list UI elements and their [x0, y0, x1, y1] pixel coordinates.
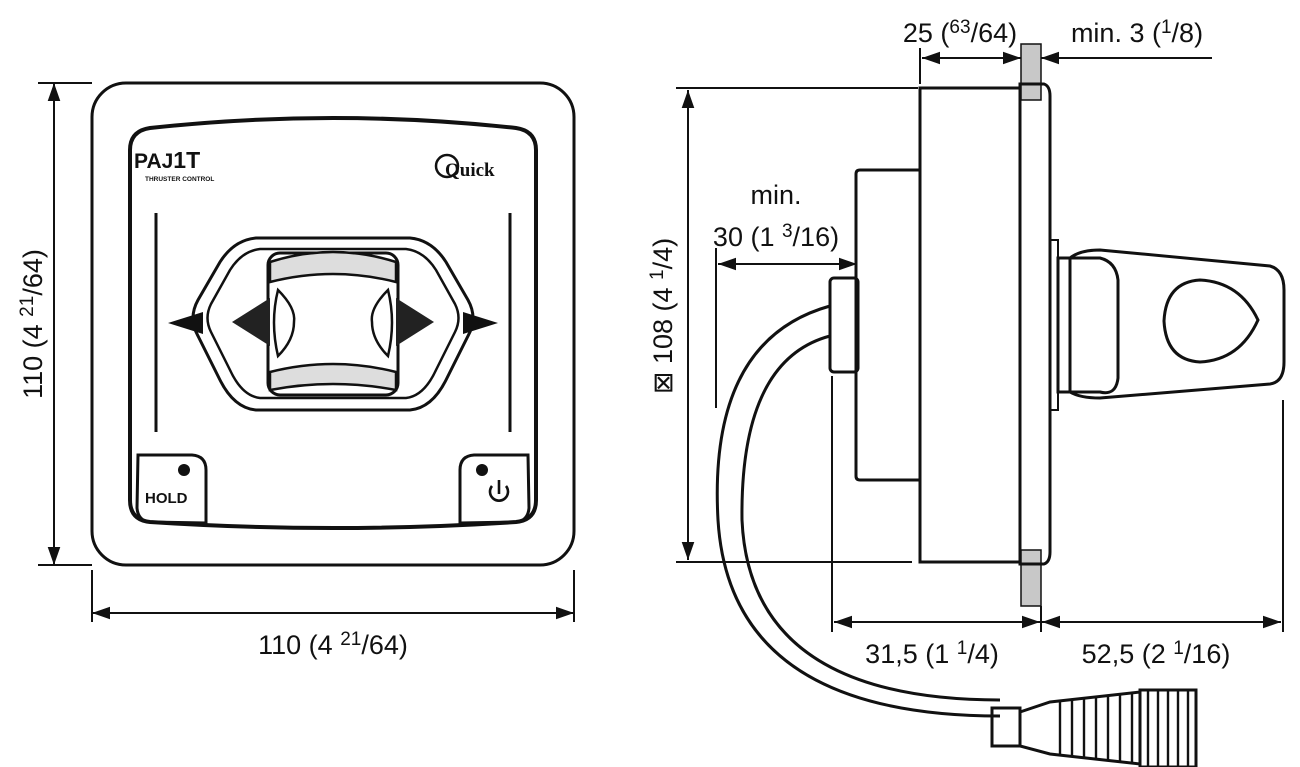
min-clearance-label: min.: [750, 180, 801, 210]
hold-label: HOLD: [145, 490, 188, 507]
joystick-bottom-grip: [268, 362, 398, 392]
side-view: [715, 43, 1286, 767]
joystick-side-base: [1056, 256, 1120, 395]
min-panel-thickness-dimension: min. 3 (1/8): [1071, 17, 1203, 48]
panel-depth-dimension: 25 (63/64): [903, 17, 1017, 48]
left-grip-texture-icon: [232, 298, 270, 346]
right-grip-texture-icon: [396, 298, 434, 346]
arrow-right-icon: [463, 312, 498, 334]
quick-logo: Quick: [445, 160, 495, 181]
joystick-side-thumb: [1162, 278, 1260, 364]
joystick-housing-inner: [206, 247, 460, 400]
front-bezel: [90, 81, 576, 567]
connector-boss: [828, 276, 860, 374]
side-dimension-lines: [676, 48, 1284, 632]
hold-led: [178, 464, 190, 476]
joystick-right-thumb: [370, 287, 394, 359]
cable-inner: [740, 334, 1001, 702]
power-icon: [488, 480, 510, 502]
brand-model-label: PAJ1T: [134, 147, 200, 173]
front-dimension-lines: [38, 82, 575, 622]
cable-connector-body: [1018, 690, 1142, 766]
cutout-dimension: ⊠ 108 (4 1/4): [647, 238, 678, 394]
cable-connector-sleeve: [990, 706, 1022, 748]
hold-button: [135, 453, 208, 525]
min-clearance-dimension: 30 (1 3/16): [713, 221, 839, 252]
bezel-flange: [1018, 82, 1052, 566]
rear-housing: [918, 86, 1022, 564]
front-depth-dimension: 52,5 (2 1/16): [1082, 638, 1231, 669]
front-width-dimension: 110 (4 21/64): [258, 629, 408, 660]
joystick-housing-outer: [191, 236, 475, 412]
joystick-left-thumb: [272, 287, 296, 359]
connector-ribs: [1058, 690, 1190, 767]
power-led: [476, 464, 488, 476]
cable-outer: [715, 304, 1001, 718]
power-button: [458, 453, 531, 525]
mounting-panel-top: [1020, 43, 1042, 101]
joystick-top-grip: [268, 250, 398, 284]
joystick-side-lever: [1068, 248, 1286, 400]
brand-subtitle: THRUSTER CONTROL: [145, 176, 214, 183]
rear-module: [854, 168, 922, 482]
front-height-dimension: 110 (4 21/64): [17, 249, 48, 399]
front-view: [90, 81, 576, 567]
mounting-panel-bottom: [1020, 549, 1042, 607]
quick-logo-ring: [434, 153, 460, 179]
rear-depth-dimension: 31,5 (1 1/4): [865, 638, 999, 669]
arrow-left-icon: [168, 312, 203, 334]
